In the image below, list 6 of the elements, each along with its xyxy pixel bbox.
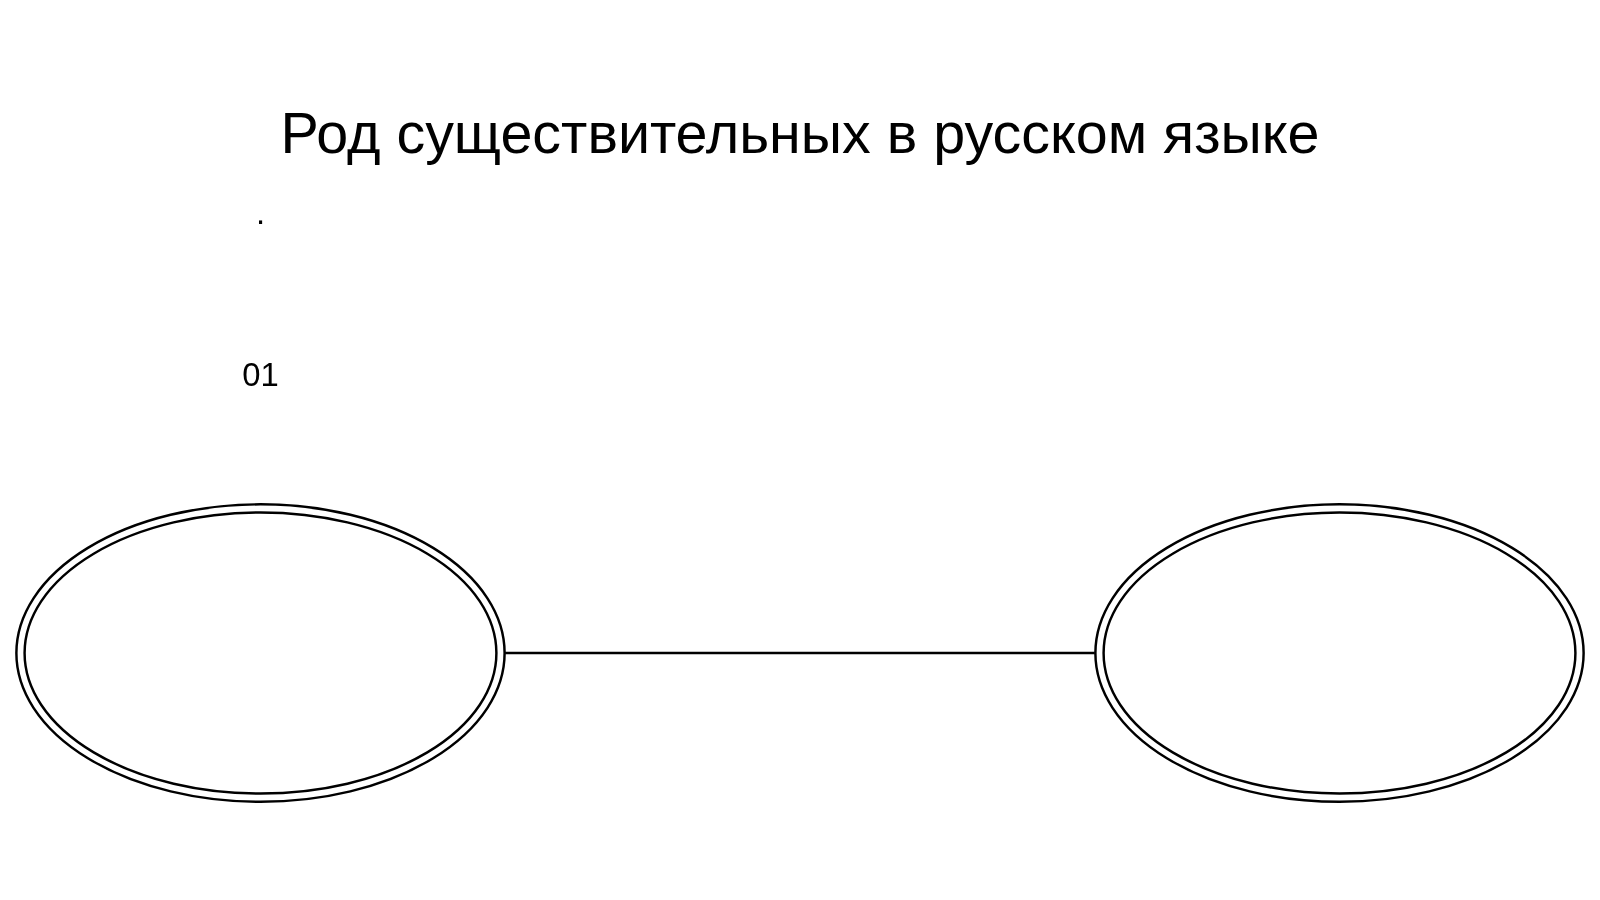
label: 01 <box>242 355 279 393</box>
label: . <box>255 193 266 231</box>
node-ellipse <box>15 502 506 803</box>
node-ellipse <box>1094 502 1585 803</box>
connector <box>505 651 1095 654</box>
diagram-title: Род существительных в русском языке <box>280 100 1320 165</box>
